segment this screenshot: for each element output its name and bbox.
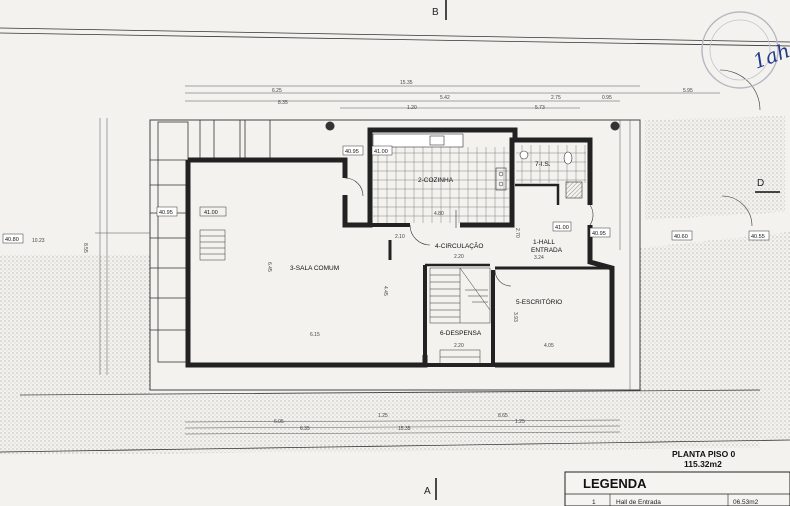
- dim-bottom-a: 1.25: [378, 413, 388, 419]
- plan-area: 115.32m2: [684, 459, 722, 469]
- exterior-ground-bottom: [0, 390, 760, 455]
- room-label-sala: 3-SALA COMUM: [290, 265, 339, 272]
- dim-bottom-e: 6.35: [300, 426, 310, 432]
- plan-title: PLANTA PISO 0: [672, 449, 736, 459]
- svg-text:40.95: 40.95: [592, 231, 606, 237]
- room-label-is: 7-I.S.: [535, 161, 551, 168]
- exterior-ground-right: [640, 232, 790, 445]
- dim-bottom-c: 6.05: [274, 419, 284, 425]
- dim-top-g: 1.20: [407, 105, 417, 111]
- legend-row-num: 1: [592, 499, 596, 506]
- toilet-icon: [563, 151, 573, 165]
- legend-row-name: Hall de Entrada: [616, 499, 661, 506]
- shower-tray-icon: [565, 181, 583, 199]
- stove-icon: [495, 167, 507, 191]
- dim-top-b: 5.42: [440, 95, 450, 101]
- kitchen-sink-icon: [429, 135, 445, 146]
- staircase: [429, 267, 491, 324]
- dim-inner-c: 2.20: [454, 254, 464, 260]
- dimension-lines-top: [95, 85, 720, 435]
- kitchen-floor: [373, 147, 510, 223]
- terrace-right: [645, 116, 785, 220]
- svg-text:40.60: 40.60: [674, 234, 688, 240]
- dim-inner-g: 6.15: [310, 332, 320, 338]
- dim-bottom-b: 8.65: [498, 413, 508, 419]
- dim-top-f: 8.35: [278, 100, 288, 106]
- legend-title: LEGENDA: [583, 476, 647, 491]
- dim-bottom-d: 1.25: [515, 419, 525, 425]
- dim-bottom-f: 15.35: [398, 426, 411, 432]
- svg-text:40.80: 40.80: [5, 237, 19, 243]
- svg-text:40.55: 40.55: [751, 234, 765, 240]
- building-walls: [185, 127, 615, 368]
- dim-inner-f: 4.05: [544, 343, 554, 349]
- dim-inner-e: 2.20: [454, 343, 464, 349]
- bathroom-floor: [516, 145, 586, 183]
- dim-top-total: 15.35: [400, 80, 413, 86]
- dim-inner-k: 3.93: [512, 312, 518, 322]
- section-d-label: D: [757, 178, 764, 189]
- dim-top-d: 0.95: [602, 95, 612, 101]
- room-label-circulacao: 4-CIRCULAÇÃO: [435, 241, 483, 250]
- dim-inner-m: 8.55: [82, 243, 88, 253]
- official-stamp: [701, 11, 779, 89]
- dim-top-h: 5.73: [535, 105, 545, 111]
- section-a-label: A: [424, 486, 431, 497]
- kitchen-counter: [372, 133, 464, 148]
- dim-inner-a: 4.80: [434, 211, 444, 217]
- svg-text:40.95: 40.95: [159, 210, 173, 216]
- svg-text:40.95: 40.95: [345, 149, 359, 155]
- dim-inner-b: 2.10: [395, 234, 405, 240]
- pergola: [150, 120, 271, 363]
- dim-inner-l: 10.23: [32, 238, 45, 244]
- level-markers: 40.95 41.00 41.00 40.95 40.95 40.60 40.8…: [2, 145, 770, 244]
- dim-inner-j: 2.70: [514, 228, 520, 238]
- svg-text:41.00: 41.00: [204, 210, 218, 216]
- dim-inner-i: 4.45: [382, 286, 388, 296]
- dim-inner-h: 6.45: [266, 262, 272, 272]
- exterior-ground-left: [0, 255, 150, 395]
- room-label-cozinha: 2-COZINHA: [418, 177, 454, 184]
- door-swings: [344, 69, 761, 287]
- signature: 1ah: [750, 38, 790, 73]
- room-label-entrada: ENTRADA: [531, 247, 563, 254]
- dim-top-a: 6.25: [272, 88, 282, 94]
- svg-text:41.00: 41.00: [555, 225, 569, 231]
- svg-text:41.00: 41.00: [374, 149, 388, 155]
- room-label-despensa: 6-DESPENSA: [440, 330, 482, 337]
- legend-row-area: 06.53m2: [733, 499, 759, 506]
- washbasin-icon: [519, 150, 529, 160]
- columns: [325, 121, 620, 131]
- terrace-outline: [149, 119, 641, 391]
- section-b-label: B: [432, 7, 439, 18]
- exterior-steps: [199, 229, 481, 365]
- room-label-escritorio: 5-ESCRITÓRIO: [516, 297, 562, 306]
- room-label-hall: 1-HALL: [533, 239, 555, 246]
- legend: LEGENDA 1 Hall de Entrada 06.53m2: [564, 471, 790, 506]
- dim-inner-d: 3.24: [534, 255, 544, 261]
- dim-top-e: 5.95: [683, 88, 693, 94]
- dim-top-c: 2.75: [551, 95, 561, 101]
